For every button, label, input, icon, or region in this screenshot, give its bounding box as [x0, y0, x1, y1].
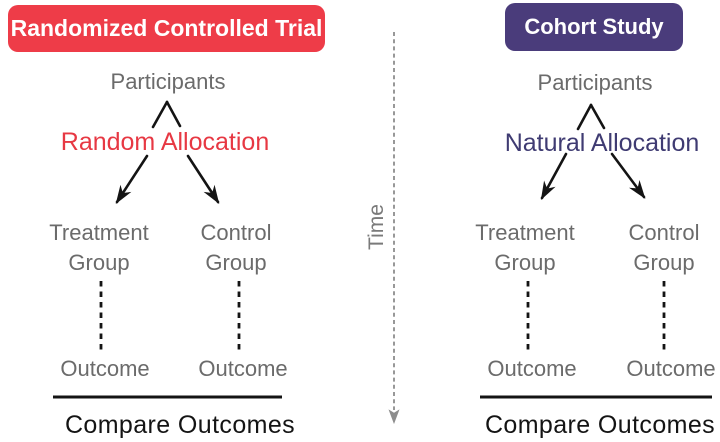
cohort-arrow-control: [610, 152, 646, 199]
rct-control-group-label: Control Group: [201, 218, 272, 278]
rct-outcome-control-label: Outcome: [198, 356, 288, 381]
cohort-apex-right-line: [589, 103, 606, 130]
cohort-compare-outcomes-label: Compare Outcomes: [484, 411, 716, 439]
cohort-participants-label: Participants: [537, 70, 653, 95]
rct-header-badge: Randomized Controlled Trial: [8, 5, 325, 52]
rct-allocation-label: Random Allocation: [60, 128, 270, 156]
rct-apex-right-line: [165, 100, 182, 128]
rct-arrow-control: [186, 154, 220, 204]
cohort-outcome-control-label: Outcome: [626, 356, 716, 381]
rct-compare-outcomes-label: Compare Outcomes: [64, 411, 296, 439]
cohort-outcome-treatment-label: Outcome: [487, 356, 577, 381]
group-name-line1: Control: [200, 220, 272, 245]
group-name-line1: Treatment: [49, 220, 149, 245]
rct-apex-left-line: [151, 100, 169, 129]
cohort-control-group-label: Control Group: [629, 218, 700, 278]
group-name-line1: Control: [628, 220, 700, 245]
cohort-apex-left-line: [576, 103, 593, 131]
group-name-line2: Group: [205, 250, 267, 275]
rct-outcome-treatment-label: Outcome: [60, 356, 150, 381]
rct-arrow-treatment: [115, 154, 149, 204]
cohort-arrow-treatment: [540, 152, 568, 201]
cohort-treatment-group-label: Treatment Group: [475, 218, 574, 278]
group-name-line2: Group: [633, 250, 695, 275]
group-name-line2: Group: [68, 250, 130, 275]
rct-treatment-group-label: Treatment Group: [49, 218, 148, 278]
group-name-line1: Treatment: [475, 220, 575, 245]
group-name-line2: Group: [494, 250, 556, 275]
cohort-header-badge: Cohort Study: [505, 3, 683, 51]
time-label: Time: [365, 204, 388, 250]
rct-participants-label: Participants: [110, 69, 226, 94]
cohort-allocation-label: Natural Allocation: [504, 129, 700, 157]
